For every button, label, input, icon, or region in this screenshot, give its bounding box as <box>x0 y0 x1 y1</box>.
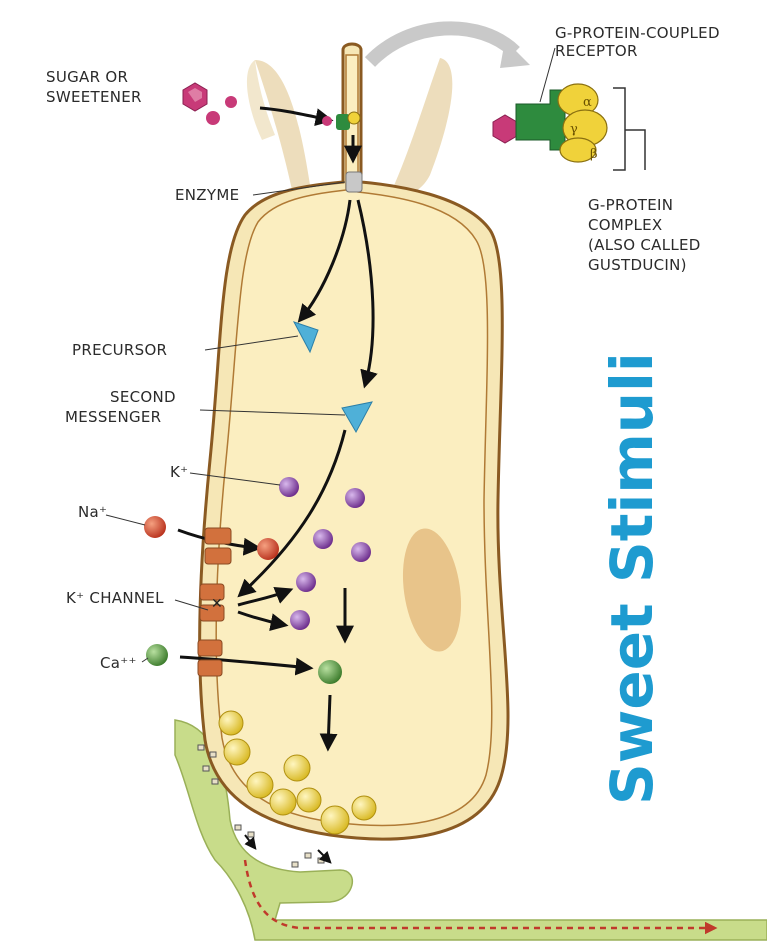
zoomed-receptor-complex: α γ β <box>493 84 607 162</box>
label-sugar-line1: SUGAR OR <box>46 68 128 86</box>
enzyme-shape <box>346 172 362 192</box>
diagram-title: Sweet Stimuli <box>598 352 666 805</box>
label-k-ion: K⁺ <box>170 463 188 481</box>
gamma-subunit: γ <box>570 122 578 137</box>
alpha-subunit: α <box>583 95 592 110</box>
label-second-line2: MESSENGER <box>65 408 161 426</box>
label-gprotein-line3: (ALSO CALLED <box>588 236 701 254</box>
label-gpcr-line1: G-PROTEIN-COUPLED <box>555 24 720 42</box>
label-gprotein-line4: GUSTDUCIN) <box>588 256 687 274</box>
label-precursor: PRECURSOR <box>72 341 167 359</box>
label-sugar-line2: SWEETENER <box>46 88 142 106</box>
label-k-channel: K⁺ CHANNEL <box>66 589 164 607</box>
label-enzyme: ENZYME <box>175 186 239 204</box>
gprotein-bracket <box>613 88 645 170</box>
label-ca-ion: Ca⁺⁺ <box>100 654 137 672</box>
blocked-channel-icon: ✕ <box>211 596 223 612</box>
label-gpcr-line2: RECEPTOR <box>555 42 638 60</box>
beta-subunit: β <box>590 147 598 162</box>
release-arrows <box>245 835 330 862</box>
label-second-line1: SECOND <box>110 388 176 406</box>
label-gprotein-line2: COMPLEX <box>588 216 662 234</box>
taste-receptor-cell <box>200 44 508 839</box>
zoom-arrow <box>370 28 515 62</box>
label-gprotein-line1: G-PROTEIN <box>588 196 673 214</box>
label-na-ion: Na⁺ <box>78 503 107 521</box>
